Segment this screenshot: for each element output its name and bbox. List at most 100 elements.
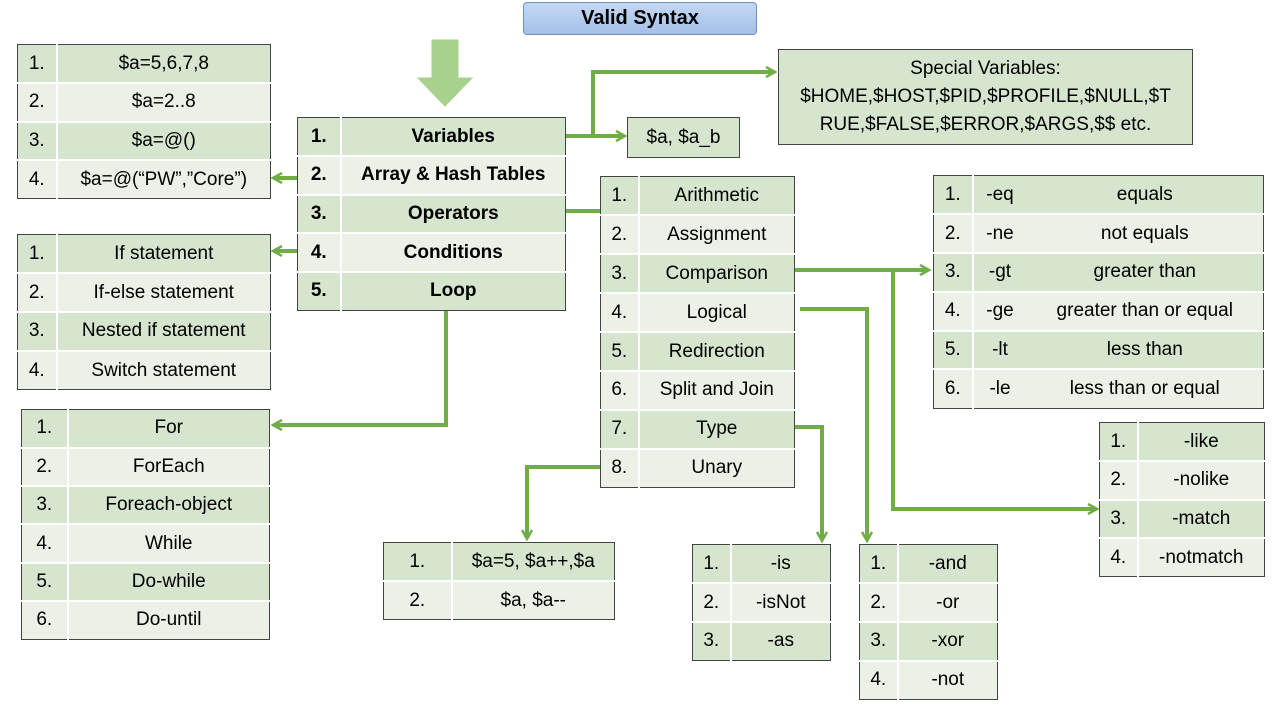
loop-row: 6.Do-until — [21, 600, 270, 640]
special-variables-box: Special Variables: $HOME,$HOST,$PID,$PRO… — [778, 49, 1193, 145]
loop-number: 6. — [21, 600, 69, 640]
comparison-desc: greater than — [1026, 253, 1264, 293]
unary-example-label: $a=5, $a++,$a — [451, 542, 615, 582]
main-topic-number: 4. — [297, 233, 342, 273]
logical-op-label: -xor — [897, 621, 998, 662]
matching-op-row: 1.-like — [1099, 422, 1265, 462]
type-op-label: -is — [730, 544, 831, 585]
comparison-number: 1. — [933, 175, 974, 216]
unary-example-number: 2. — [383, 581, 453, 620]
loop-label: For — [67, 409, 270, 449]
matching-op-row: 3.-match — [1099, 499, 1265, 539]
main-topic-label: Variables — [340, 117, 566, 158]
matching-op-number: 2. — [1099, 461, 1139, 501]
operator-row: 5.Redirection — [600, 332, 795, 372]
operator-row: 7.Type — [600, 409, 795, 450]
comparison-desc: not equals — [1026, 214, 1264, 255]
array-example-row: 2.$a=2..8 — [17, 83, 271, 123]
main-topic-label: Array & Hash Tables — [340, 156, 566, 196]
operator-label: Logical — [638, 293, 795, 334]
down-arrow-icon — [416, 39, 474, 107]
unary-example-number: 1. — [383, 542, 453, 582]
matching-op-label: -match — [1137, 499, 1265, 539]
connector-variables-special — [566, 72, 774, 138]
comparison-number: 3. — [933, 253, 974, 293]
comparison-op: -lt — [972, 330, 1027, 371]
main-topic-label: Operators — [340, 194, 566, 235]
array-example-row: 4.$a=@(“PW”,”Core”) — [17, 160, 271, 199]
matching-op-number: 4. — [1099, 538, 1139, 577]
loop-row: 1.For — [21, 409, 270, 449]
loop-label: Foreach-object — [67, 486, 270, 526]
main-topic-row: 5.Loop — [297, 271, 566, 311]
connector-comparison-matching — [891, 270, 1096, 509]
main-topic-row: 4.Conditions — [297, 233, 566, 273]
operator-label: Unary — [638, 448, 795, 488]
array-example-number: 1. — [17, 44, 58, 84]
condition-label: Switch statement — [56, 350, 271, 390]
main-topic-row: 2.Array & Hash Tables — [297, 156, 566, 196]
comparison-op: -ne — [972, 214, 1027, 255]
main-topic-number: 5. — [297, 271, 342, 311]
type-op-row: 1.-is — [692, 544, 831, 585]
operator-number: 5. — [600, 332, 640, 372]
comparison-number: 4. — [933, 291, 974, 332]
type-op-label: -isNot — [730, 583, 831, 623]
main-topic-row: 1.Variables — [297, 117, 566, 158]
logical-op-label: -not — [897, 660, 998, 700]
logical-op-number: 3. — [859, 621, 899, 662]
connector-type-ops — [793, 425, 822, 540]
condition-number: 1. — [17, 234, 58, 275]
loop-number: 3. — [21, 486, 69, 526]
matching-op-row: 2.-nolike — [1099, 461, 1265, 501]
comparison-desc: less than or equal — [1026, 369, 1264, 409]
comparison-number: 2. — [933, 214, 974, 255]
condition-number: 2. — [17, 273, 58, 314]
array-example-label: $a=2..8 — [56, 83, 271, 123]
comparison-desc: less than — [1026, 330, 1264, 371]
main-topic-label: Conditions — [340, 233, 566, 273]
matching-op-number: 1. — [1099, 422, 1139, 462]
operator-row: 3.Comparison — [600, 254, 795, 295]
comparison-number: 5. — [933, 330, 974, 371]
condition-label: If-else statement — [56, 273, 271, 314]
condition-row: 2.If-else statement — [17, 273, 271, 314]
operator-label: Assignment — [638, 215, 795, 256]
loop-label: ForEach — [67, 447, 270, 488]
array-example-number: 3. — [17, 121, 58, 161]
loop-row: 2.ForEach — [21, 447, 270, 488]
type-op-row: 3.-as — [692, 621, 831, 661]
condition-number: 3. — [17, 312, 58, 352]
variables-example-box: $a, $a_b — [627, 117, 740, 158]
logical-op-number: 1. — [859, 544, 899, 585]
array-example-label: $a=@() — [56, 121, 271, 161]
loop-label: Do-while — [67, 562, 270, 602]
variables-example-text: $a, $a_b — [646, 126, 721, 148]
operator-label: Split and Join — [638, 370, 795, 411]
special-variables-line: RUE,$FALSE,$ERROR,$ARGS,$$ etc. — [819, 114, 1152, 135]
condition-label: Nested if statement — [56, 312, 271, 352]
logical-op-number: 4. — [859, 660, 899, 700]
condition-number: 4. — [17, 350, 58, 390]
loop-number: 2. — [21, 447, 69, 488]
logical-op-row: 3.-xor — [859, 621, 998, 662]
operator-label: Type — [638, 409, 795, 450]
operator-label: Comparison — [638, 254, 795, 295]
matching-op-label: -nolike — [1137, 461, 1265, 501]
loop-number: 5. — [21, 562, 69, 602]
condition-row: 3.Nested if statement — [17, 312, 271, 352]
matching-op-label: -notmatch — [1137, 538, 1265, 577]
condition-row: 1.If statement — [17, 234, 271, 275]
operator-label: Redirection — [638, 332, 795, 372]
logical-op-label: -and — [897, 544, 998, 585]
